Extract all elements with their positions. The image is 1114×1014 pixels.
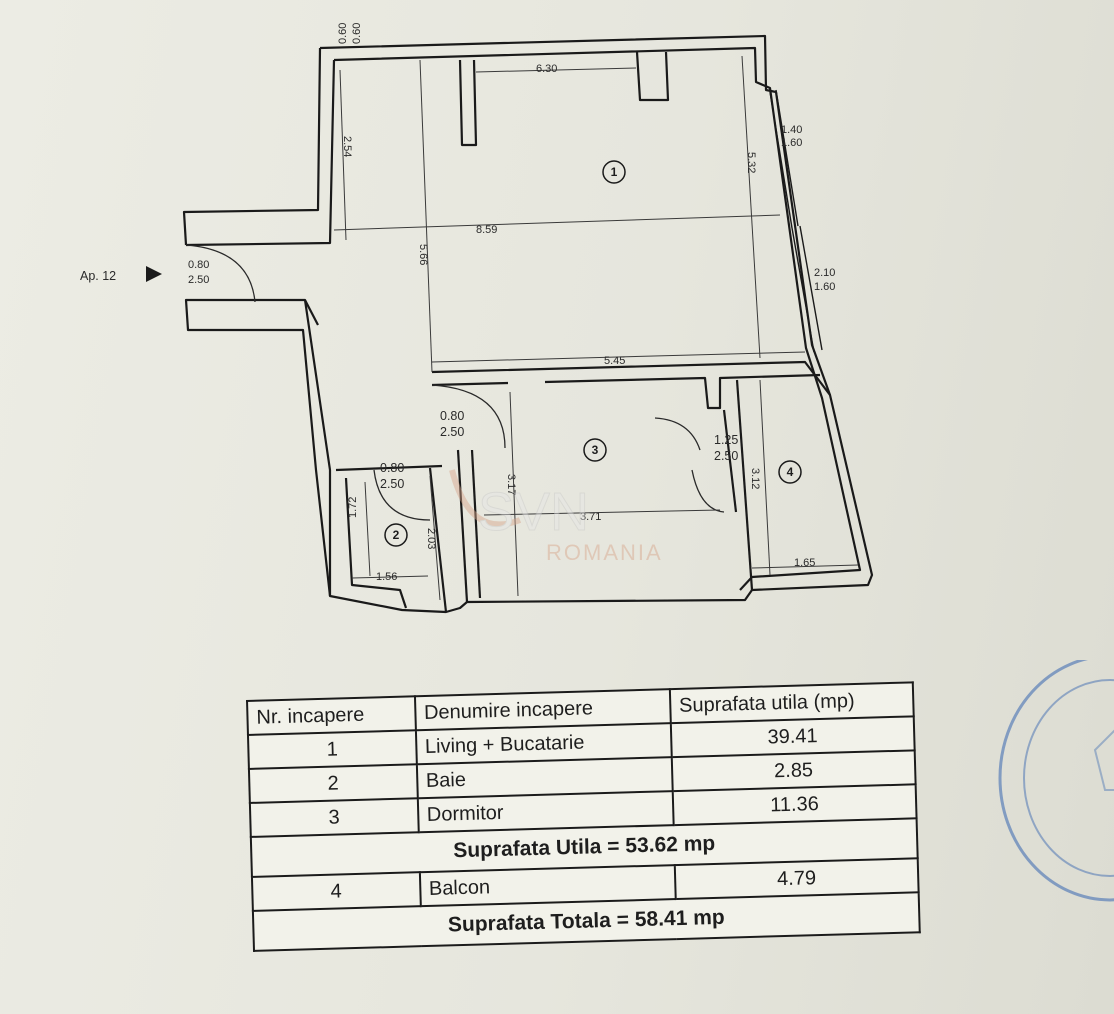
- area-table-container: Nr. incapere Denumire incapere Suprafata…: [246, 681, 942, 1006]
- dim-hall-length: 2.54: [341, 136, 353, 157]
- door-arc-room4: [654, 417, 725, 513]
- dim-line-5.32: [741, 55, 761, 359]
- wall-room2-side: [428, 467, 448, 613]
- dim-room1-depth: 5.32: [745, 152, 757, 173]
- dim-line-5.45: [431, 351, 806, 363]
- wall-partition-2: [431, 381, 509, 387]
- dim-line-8.59: [333, 214, 781, 231]
- dim-room2-width: 1.56: [376, 571, 397, 583]
- dim-window2-bottom: 1.60: [814, 281, 835, 293]
- wall-stub-2: [635, 51, 670, 102]
- room-marker-4: 4: [778, 460, 802, 484]
- dim-window1-bottom: 1.60: [781, 137, 802, 149]
- wall-partition-3: [544, 373, 821, 410]
- dim-entrance-door-bottom: 2.50: [188, 274, 209, 286]
- dim-room2-depth-2: 2.03: [425, 528, 437, 549]
- area-table: Nr. incapere Denumire incapere Suprafata…: [246, 681, 921, 952]
- row-nr: 3: [249, 798, 419, 837]
- dim-line-6.30: [475, 67, 637, 73]
- watermark: SVN ROMANIA: [449, 469, 663, 565]
- room-marker-2: 2: [384, 523, 408, 547]
- window-1: [769, 89, 799, 229]
- dim-line-2.03: [429, 475, 441, 601]
- wall-outer-inner: [333, 46, 862, 591]
- dim-door3-top: 0.80: [440, 409, 464, 423]
- wall-entrance: [182, 47, 322, 246]
- entrance-arrow-icon: [146, 266, 162, 282]
- wall-room3: [456, 449, 469, 603]
- balcony-nr: 4: [251, 872, 421, 911]
- dim-window1-top: 1.40: [781, 124, 802, 136]
- dim-room4-depth: 3.12: [749, 468, 761, 489]
- dim-top-wall: 0.60: [337, 23, 349, 44]
- room-marker-2-label: 2: [393, 528, 400, 542]
- door-arc-room3: [431, 384, 506, 449]
- dim-line-2.54: [339, 69, 347, 241]
- floor-plan: Ap. 12 0.80 2.50 0.60 0.60 6.30 5.32 1.4…: [80, 23, 874, 614]
- dim-room1-partition: 5.45: [604, 355, 625, 367]
- dim-room4-width: 1.65: [794, 557, 815, 569]
- wall-room3-div: [735, 379, 754, 591]
- wall-room2: [335, 464, 443, 472]
- dim-door2-top: 0.80: [380, 461, 404, 475]
- row-nr: 2: [248, 764, 418, 803]
- dim-line-1.72: [364, 481, 371, 577]
- room-marker-3-label: 3: [592, 443, 599, 457]
- wall-room3-div-b: [722, 409, 738, 513]
- room-marker-1-label: 1: [611, 165, 618, 179]
- row-nr: 1: [247, 730, 417, 769]
- door-arc-room2: [373, 469, 431, 521]
- watermark-subtitle: ROMANIA: [546, 540, 663, 565]
- dim-room1-width: 6.30: [536, 63, 557, 75]
- dim-window2-top: 2.10: [814, 267, 835, 279]
- official-stamp-icon: [998, 660, 1114, 902]
- room-marker-3: 3: [583, 438, 607, 462]
- wall-room3-b: [470, 449, 482, 599]
- dim-entrance-door-top: 0.80: [188, 259, 209, 271]
- dim-line-3.17: [509, 391, 519, 597]
- wall-stub-1: [458, 59, 478, 147]
- dim-room1-full-width: 8.59: [476, 224, 497, 236]
- wall-room2-b: [344, 477, 408, 609]
- watermark-logo: SVN: [478, 482, 589, 542]
- window-2: [791, 225, 823, 353]
- room-marker-4-label: 4: [787, 465, 794, 479]
- dim-line-3.12: [759, 379, 771, 576]
- dim-top-wall-2: 0.60: [351, 23, 363, 44]
- dim-door4-top: 1.25: [714, 433, 738, 447]
- dim-line-1.56: [351, 575, 429, 579]
- dim-room3-width: 3.71: [580, 511, 601, 523]
- dim-door4-bottom: 2.50: [714, 449, 738, 463]
- dim-door2-bottom: 2.50: [380, 477, 404, 491]
- room-marker-1: 1: [602, 160, 626, 184]
- dim-line-3.71: [483, 509, 721, 516]
- dim-room2-depth: 1.72: [347, 497, 359, 518]
- header-nr: Nr. incapere: [247, 696, 416, 735]
- door-arc-entrance: [185, 244, 256, 303]
- dim-line-5.66: [419, 59, 433, 373]
- entrance-label: Ap. 12: [80, 269, 116, 283]
- dim-room3-depth: 3.17: [505, 474, 517, 495]
- wall-entrance-inner: [185, 59, 336, 247]
- dim-room1-height: 5.66: [417, 244, 429, 265]
- watermark-swoosh-icon: [449, 469, 522, 528]
- dim-door3-bottom: 2.50: [440, 425, 464, 439]
- wall-partition: [431, 360, 831, 396]
- wall-lower-left: [303, 299, 332, 596]
